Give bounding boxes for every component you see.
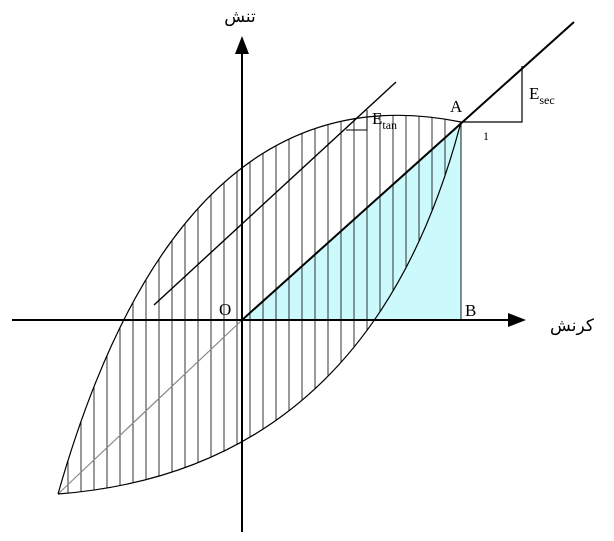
secant-line — [241, 21, 575, 321]
loop-lower-branch — [57, 121, 462, 495]
y-axis-label: تنش — [224, 7, 256, 27]
loop-diagonal-lower — [57, 319, 243, 495]
tangent-modulus-label: Etan — [372, 109, 397, 132]
secant-run-label: 1 — [483, 129, 489, 143]
point-o-label: O — [219, 300, 231, 319]
x-axis-label: کرنش — [550, 316, 595, 336]
secant-slope-triangle — [461, 66, 523, 123]
tangent-slope-triangle — [346, 110, 368, 131]
point-a-label: A — [450, 97, 463, 116]
secant-modulus-label: Esec — [529, 84, 555, 107]
x-axis-arrowhead — [508, 313, 526, 327]
y-axis-arrowhead — [235, 36, 249, 54]
loop-upper-branch — [57, 114, 462, 495]
loop-hatching — [67, 115, 446, 494]
point-b-label: B — [465, 301, 476, 320]
tangent-line — [153, 81, 397, 306]
